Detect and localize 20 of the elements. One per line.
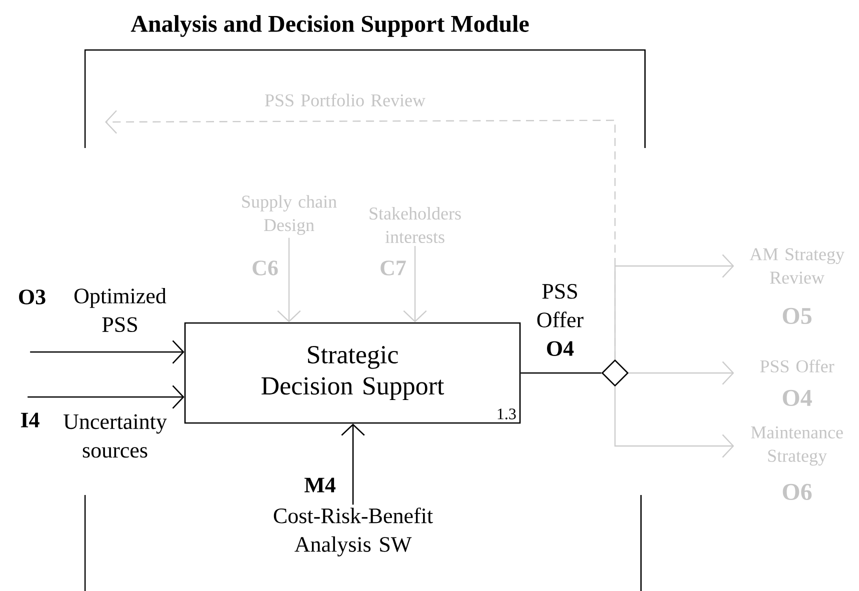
arrow xyxy=(105,110,616,360)
output-label: AM Strategy Review O5 xyxy=(750,248,844,324)
control-label: Supply chain Design C6 xyxy=(242,195,337,276)
arrow xyxy=(30,340,184,364)
arrow xyxy=(277,238,301,322)
arrow xyxy=(28,385,184,409)
edge-label: PSS Offer O4 xyxy=(537,284,584,356)
control-label: Stakeholders interests C7 xyxy=(370,206,461,276)
arrow xyxy=(341,424,365,505)
input-label: O3 Optimized PSS xyxy=(19,288,166,332)
title: Analysis and Decision Support Module xyxy=(130,15,529,37)
mechanism-label: M4 Cost-Risk-Benefit Analysis SW xyxy=(274,478,433,556)
process-box: Strategic Decision Support 1.3 xyxy=(184,322,521,424)
arrow xyxy=(614,386,734,458)
input-label: I4 Uncertainty sources xyxy=(20,412,167,458)
arrow xyxy=(403,246,427,322)
output-label: PSS Offer O4 xyxy=(760,360,834,406)
arrow xyxy=(628,361,734,385)
output-label: Maintenance Strategy O6 xyxy=(751,426,843,500)
edge-label: PSS Portfolio Review xyxy=(265,94,426,106)
